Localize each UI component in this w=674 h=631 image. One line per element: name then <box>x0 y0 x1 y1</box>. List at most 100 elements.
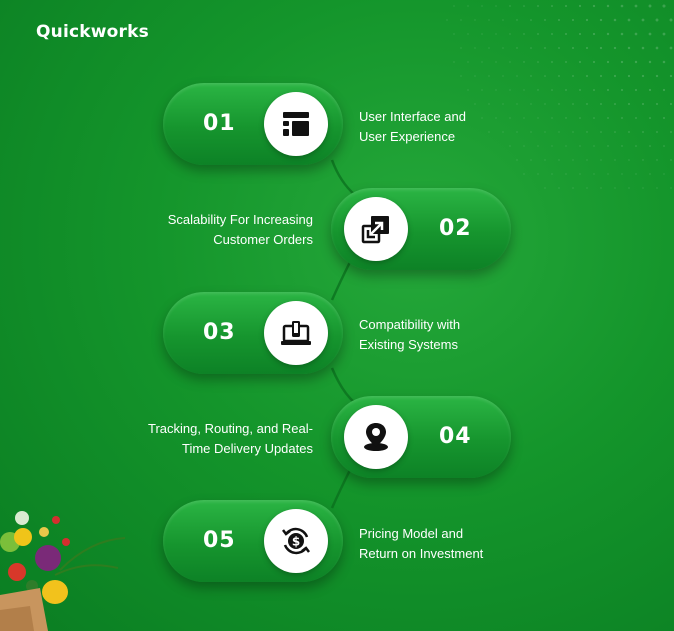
decor-dot <box>537 89 539 91</box>
layout-icon <box>283 112 309 136</box>
decor-dot <box>586 159 588 161</box>
decor-dot <box>578 4 582 8</box>
resize-arrows-icon <box>361 216 389 244</box>
decor-dot <box>614 103 616 105</box>
laptop-phone-icon <box>281 321 311 345</box>
decor-dot <box>648 4 652 8</box>
decor-dot <box>648 88 652 92</box>
decor-dot <box>523 117 525 119</box>
decor-dot <box>571 18 575 22</box>
decor-dot <box>502 75 504 77</box>
decor-dot <box>614 187 616 189</box>
decor-dot <box>628 103 630 105</box>
step-02-icon-circle <box>344 197 408 261</box>
decor-dot <box>613 46 617 50</box>
decor-dot <box>579 117 581 119</box>
decor-dot <box>663 117 665 119</box>
decor-dot <box>599 46 603 50</box>
decor-dot <box>516 75 518 77</box>
decor-dot <box>551 145 553 147</box>
decor-dot <box>453 61 455 63</box>
decor-dot <box>599 18 603 22</box>
decor-dot <box>593 145 595 147</box>
decor-dot <box>495 61 497 63</box>
decor-dot <box>551 61 553 63</box>
decor-dot <box>669 102 673 106</box>
step-01-number: 01 <box>203 111 236 136</box>
decor-dot <box>551 33 553 35</box>
decor-dot <box>641 18 645 22</box>
decor-dot <box>530 131 532 133</box>
decor-dot <box>649 117 651 119</box>
decor-dot <box>474 103 476 105</box>
decor-dot <box>607 117 609 119</box>
decor-dot <box>634 60 638 64</box>
step-01-icon-circle <box>264 92 328 156</box>
decor-dot <box>600 159 602 161</box>
step-04-icon-circle <box>344 405 408 469</box>
step-03-label: Compatibility with Existing Systems <box>359 317 461 352</box>
decor-dot <box>641 74 645 78</box>
decor-dot <box>551 117 553 119</box>
decor-dot <box>621 117 623 119</box>
decor-dot <box>648 60 652 64</box>
decor-dot <box>600 187 602 189</box>
decor-dot <box>565 173 567 175</box>
decor-dot <box>634 32 638 36</box>
step-02-number: 02 <box>439 216 472 241</box>
decor-dot <box>467 89 469 91</box>
decor-dot <box>544 75 546 77</box>
decor-dot <box>467 5 469 7</box>
decor-dot <box>565 61 567 63</box>
decor-dot <box>544 159 546 161</box>
decor-dot <box>523 89 525 91</box>
decor-dot <box>662 32 666 36</box>
decor-dot <box>620 88 624 92</box>
decor-dot <box>544 187 546 189</box>
decor-dot <box>488 19 490 21</box>
decor-dot <box>649 173 651 175</box>
decor-dot <box>642 131 644 133</box>
decor-dot <box>558 187 560 189</box>
decor-dot <box>635 145 637 147</box>
dot-pattern-decoration <box>446 4 673 189</box>
step-04-label: Tracking, Routing, and Real- Time Delive… <box>148 421 313 456</box>
decor-dot <box>579 145 581 147</box>
decor-dot <box>656 187 658 189</box>
decor-dot <box>558 75 560 77</box>
decor-dot <box>586 103 588 105</box>
decor-dot <box>592 60 596 64</box>
decor-dot <box>670 187 672 189</box>
decor-dot <box>613 18 617 22</box>
step-01-label: User Interface and User Experience <box>359 109 466 144</box>
decor-dot <box>537 5 539 7</box>
decor-dot <box>558 19 560 21</box>
decor-dot <box>572 159 574 161</box>
decor-dot <box>620 4 624 8</box>
decor-dot <box>655 46 659 50</box>
decor-dot <box>592 32 596 36</box>
decor-dot <box>600 131 602 133</box>
decor-dot <box>585 46 589 50</box>
decor-dot <box>509 145 511 147</box>
decor-dot <box>495 89 497 91</box>
step-05-number: 05 <box>203 528 236 553</box>
decor-dot <box>551 173 553 175</box>
decor-dot <box>516 103 518 105</box>
decor-dot <box>516 131 518 133</box>
decor-dot <box>544 131 546 133</box>
decor-dot <box>523 145 525 147</box>
decor-dot <box>593 173 595 175</box>
step-05-label: Pricing Model and Return on Investment <box>359 526 484 561</box>
decor-dot <box>578 32 582 36</box>
decor-dot <box>565 117 567 119</box>
decor-dot <box>509 117 511 119</box>
decor-dot <box>530 103 532 105</box>
decor-dot <box>453 33 455 35</box>
decor-dot <box>642 187 644 189</box>
decor-dot <box>544 103 546 105</box>
decor-dot <box>586 187 588 189</box>
decor-dot <box>460 47 462 49</box>
decor-dot <box>502 47 504 49</box>
